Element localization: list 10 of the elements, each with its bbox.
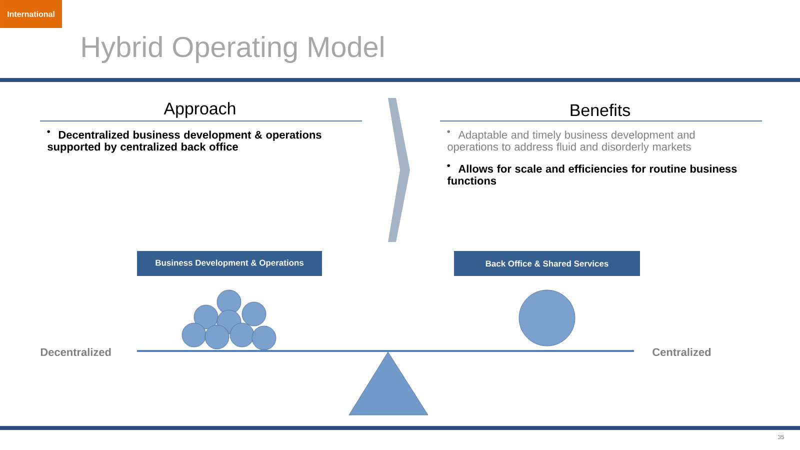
slide-title: Hybrid Operating Model <box>82 36 384 63</box>
section-heading: Benefits <box>570 104 630 116</box>
section-heading: Approach <box>164 102 236 118</box>
bullet-text: Adaptable and timely business development and operations to address fluid and disorderly markets <box>447 130 695 153</box>
label-box: Business Development & Operations <box>137 251 322 276</box>
bullet-text: Allows for scale and efficiencies for routine business functions <box>447 164 737 185</box>
label-box: Back Office & Shared Services <box>454 251 640 276</box>
bullet-text: Decentralized business development & operations supported by centralized back office <box>47 130 322 153</box>
scale-label: Centralized <box>652 348 711 356</box>
scale-label: Decentralized <box>40 348 111 356</box>
